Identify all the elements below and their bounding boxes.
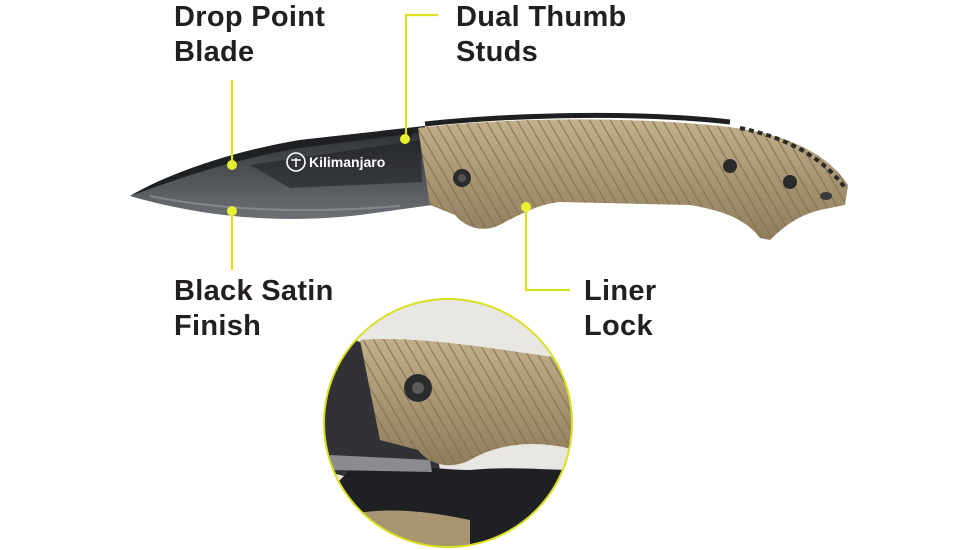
callout-line: Liner — [584, 275, 657, 307]
callout-dual-thumb-studs: Dual Thumb Studs — [456, 0, 627, 70]
callout-liner-lock: Liner Lock — [584, 274, 656, 344]
leader-dots — [227, 134, 531, 216]
brand-logo: Kilimanjaro — [286, 152, 385, 172]
callout-black-satin-finish: Black Satin Finish — [174, 274, 334, 344]
callout-drop-point-blade: Drop Point Blade — [174, 0, 325, 70]
callout-line: Black Satin — [174, 275, 334, 307]
callout-line: Lock — [584, 310, 653, 342]
blade — [130, 126, 432, 219]
callout-line: Studs — [456, 36, 539, 68]
callout-line: Drop Point — [174, 1, 326, 33]
callout-line: Dual Thumb — [456, 1, 627, 33]
callout-line: Finish — [174, 310, 262, 342]
handle — [418, 112, 848, 240]
callout-line: Blade — [174, 36, 255, 68]
leader-lines — [230, 13, 570, 292]
brand-text: Kilimanjaro — [309, 154, 385, 170]
zoom-detail — [323, 298, 573, 548]
